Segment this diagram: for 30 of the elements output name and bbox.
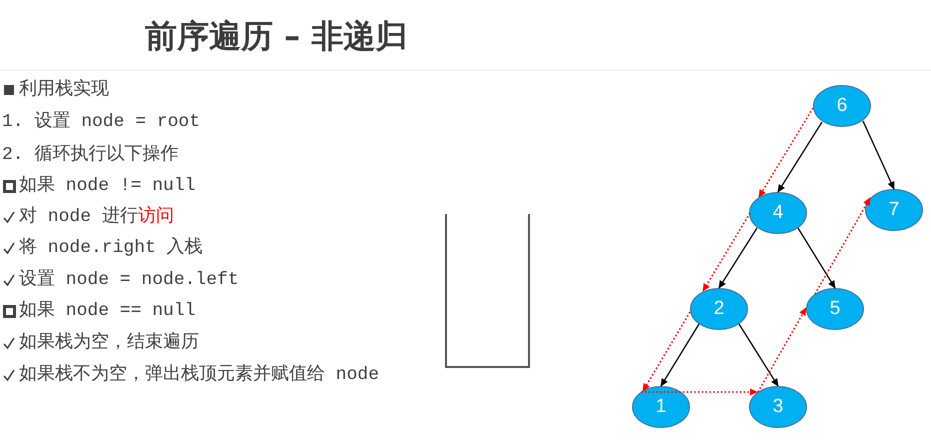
dotted-arrow <box>758 108 814 198</box>
dotted-arrow <box>702 212 751 292</box>
node-ellipse: 3 <box>749 386 807 428</box>
step-text: 利用栈实现 <box>19 78 109 102</box>
dotted-arrow <box>641 388 758 396</box>
step-text: 如果栈不为空，弹出栈顶元素并赋值给 node <box>19 363 380 387</box>
step-text: 将 node.right 入栈 <box>19 236 203 260</box>
step-text: 设置 node = node.left <box>19 268 239 292</box>
slide-title: 前序遍历 – 非递归 <box>145 16 408 56</box>
node-ellipse: 2 <box>690 288 748 330</box>
dotted-arrow <box>814 197 871 294</box>
step-text: 1. 设置 node = root <box>2 110 200 134</box>
node-ellipse: 7 <box>865 189 923 231</box>
step-text: 如果 node == null <box>19 300 196 323</box>
arrow <box>660 324 700 387</box>
arrow <box>777 122 823 193</box>
dotted-arrow <box>642 312 691 392</box>
node-ellipse: 6 <box>813 85 871 127</box>
node-ellipse: 1 <box>632 386 690 428</box>
node-ellipse: 4 <box>749 192 807 234</box>
dotted-arrow <box>757 307 807 392</box>
arrow <box>862 120 895 190</box>
arrow <box>718 228 758 289</box>
step-text: 对 node 进行访问 <box>19 205 174 229</box>
arrow <box>738 324 779 387</box>
step-text: 如果 node != null <box>19 174 196 198</box>
node-ellipse: 5 <box>806 288 864 330</box>
arrow <box>797 228 836 289</box>
step-text: 2. 循环执行以下操作 <box>2 143 178 167</box>
step-text: 如果栈为空，结束遍历 <box>19 331 199 355</box>
